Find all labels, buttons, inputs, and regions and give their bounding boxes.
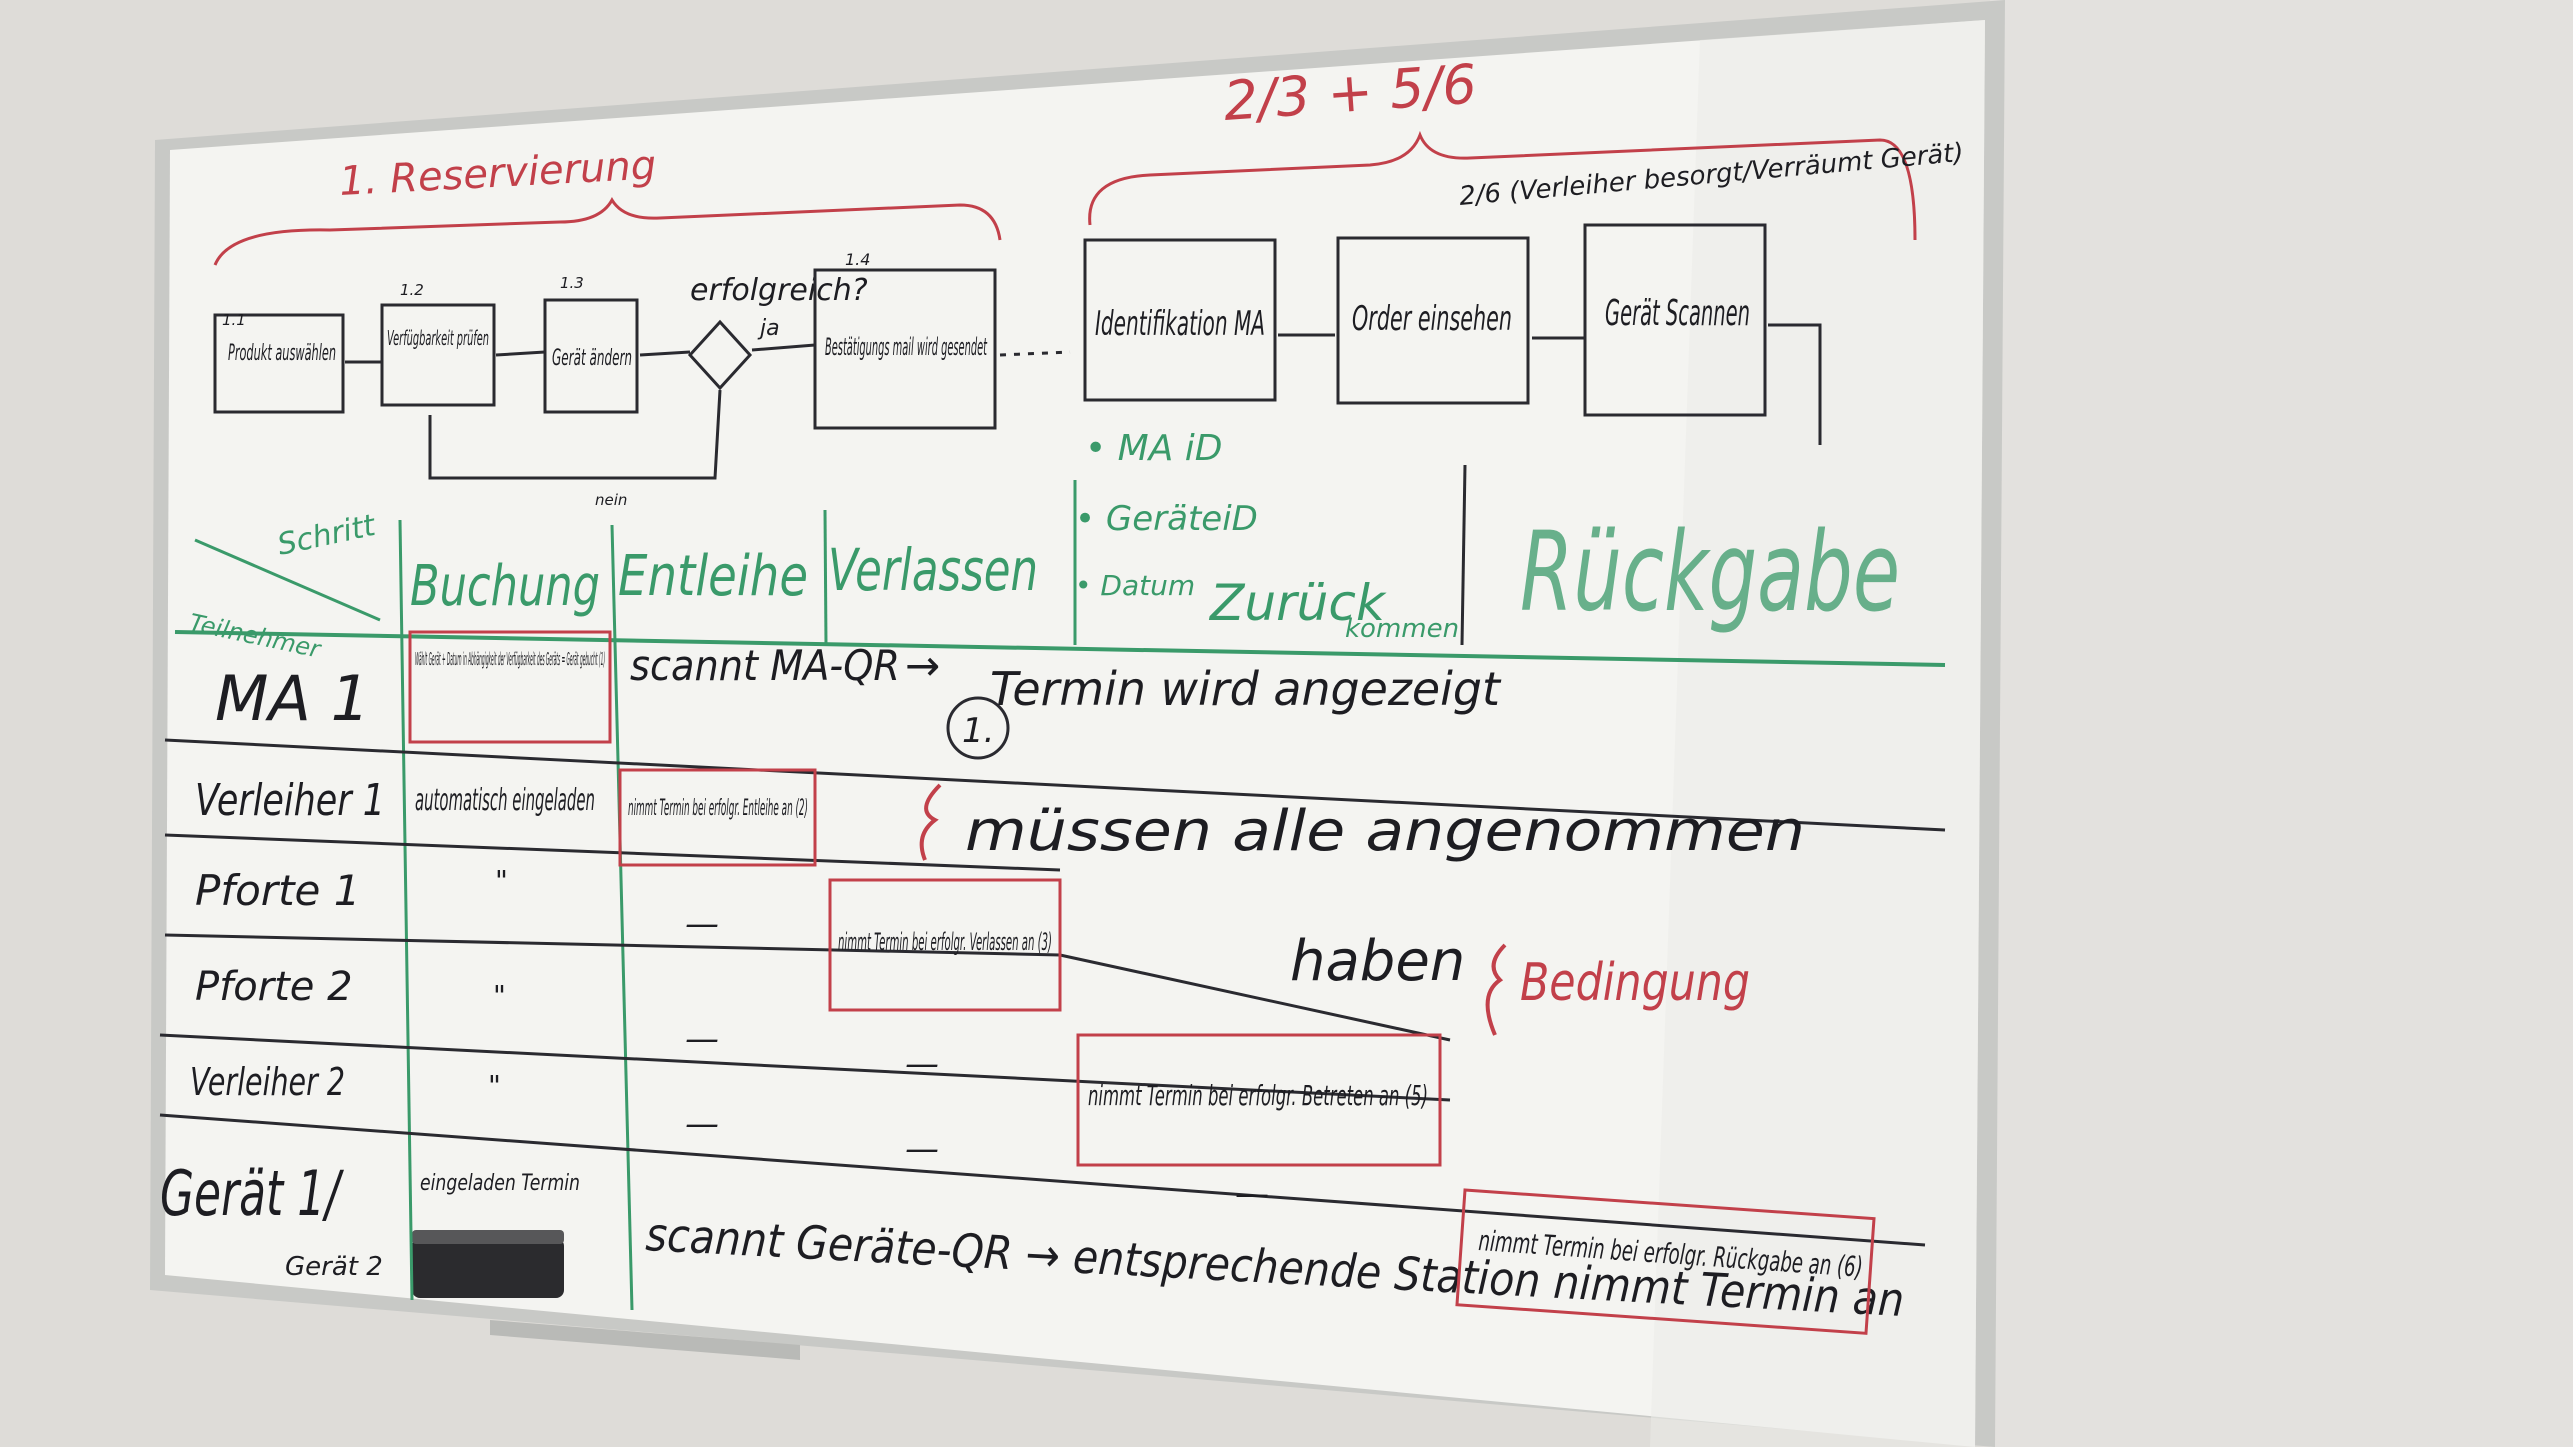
row-label-ma1: MA 1 [215, 662, 370, 735]
cell-pforte1-verlassen-box [828, 878, 1062, 1012]
dash-geraet-zurueck: — [1235, 1174, 1269, 1214]
box3-label: Gerät ändern [552, 346, 632, 371]
arrow-dashed [999, 350, 1071, 357]
note-condition: Bedingung [1520, 953, 1750, 1013]
row-line-3b [1059, 953, 1451, 1042]
cell-geraet-buchung: eingeladen Termin [420, 1171, 580, 1196]
header-zurueck: Zurück [1208, 574, 1387, 632]
cell-verleiher2-zurueck-box [1076, 1033, 1442, 1167]
service-brace [1088, 130, 1917, 241]
note-have: haben [1290, 929, 1465, 994]
brace-must [919, 783, 942, 861]
brace-condition [1485, 943, 1507, 1036]
row-label-pforte1: Pforte 1 [195, 866, 360, 915]
board-glare [1650, 20, 1985, 1447]
header-buchung: Buchung [410, 554, 600, 619]
header-line [174, 630, 1946, 667]
box-change-device [543, 298, 639, 414]
process-flow: 1.1 Produkt auswählen 1.2 Verfügbarkeit … [213, 223, 1822, 509]
cell-ma1-scan: scannt MA-QR [630, 641, 900, 690]
cell-pforte1-verlassen: nimmt Termin bei erfolgr. Verlassen an (… [838, 928, 1052, 956]
col-line-3 [823, 509, 828, 646]
note-must-accept: müssen alle angenommen [965, 799, 1805, 864]
cell-verleiher1-buchung: automatisch eingeladen [415, 783, 595, 818]
col-line-5 [1460, 464, 1467, 646]
cell-verleiher1-entleihe-box [618, 768, 817, 867]
arrow-no-loop [428, 389, 722, 480]
row-label-verleiher2: Verleiher 2 [190, 1060, 345, 1104]
reservation-brace [213, 196, 1002, 266]
row-line-1 [164, 738, 1946, 832]
col-line-2 [610, 524, 634, 1311]
marker-tray [490, 1320, 800, 1360]
box-identification [1083, 238, 1277, 402]
header-kommen: kommen [1345, 614, 1459, 644]
box5-label: Identifikation MA [1095, 304, 1265, 344]
cell-geraet-rueckgabe-box [1455, 1188, 1876, 1335]
decision-diamond [687, 319, 753, 391]
row-line-2 [164, 833, 1061, 872]
box7-label: Gerät Scannen [1605, 293, 1750, 334]
data-list-ma-id: • MA iD [1085, 428, 1223, 469]
arrow-2-3 [495, 350, 546, 357]
circle-step-1-label: 1. [962, 711, 994, 751]
box1-label: Produkt auswählen [228, 341, 336, 366]
box-product-select [213, 313, 345, 414]
box6-label: Order einsehen [1352, 299, 1512, 339]
decision-label: erfolgreich? [690, 273, 868, 308]
row-line-4 [159, 1033, 1451, 1102]
corner-diagonal [194, 538, 381, 622]
header-rueckgabe: Rückgabe [1520, 508, 1900, 636]
data-list-device-id: • GeräteiD [1075, 499, 1258, 539]
cell-ma1-termin: Termin wird angezeigt [990, 662, 1502, 716]
box-confirmation-mail [813, 268, 997, 430]
dash-pforte1-entleihe: — [685, 904, 719, 944]
decision-no: nein [595, 491, 627, 509]
cell-ma1-arrow: → [905, 641, 940, 690]
header-verlassen: Verlassen [828, 536, 1038, 604]
arrow-out [1768, 323, 1822, 445]
cell-ma1-buchung: Wählt Gerät + Datum in Abhängigkeit der … [415, 649, 605, 670]
ditto-verleiher2: " [488, 1069, 501, 1102]
eraser [412, 1238, 564, 1298]
dash-pforte2-entleihe: — [685, 1019, 719, 1059]
box-order [1336, 236, 1530, 405]
cell-ma1-buchung-box [408, 630, 612, 744]
row-label-geraet2: Gerät 2 [285, 1252, 383, 1282]
cell-verleiher1-entleihe: nimmt Termin bei erfolgr. Entleihe an (2… [628, 796, 808, 821]
box1-number: 1.1 [222, 311, 246, 329]
row-label-pforte2: Pforte 2 [195, 964, 353, 1010]
box3-number: 1.3 [560, 274, 584, 292]
arrow-yes [751, 343, 816, 352]
box2-number: 1.2 [400, 281, 424, 299]
col-line-1 [398, 519, 414, 1301]
header-entleihe: Entleihe [618, 544, 808, 609]
dash-verleiher2-verlassen: — [905, 1044, 939, 1084]
row-line-5 [159, 1113, 1926, 1247]
data-list-date: • Datum [1075, 569, 1195, 602]
dash-geraet-verlassen: — [905, 1129, 939, 1169]
box2-label: Verfügbarkeit prüfen [387, 326, 489, 350]
ditto-pforte2: " [493, 979, 506, 1012]
row-label-verleiher1: Verleiher 1 [195, 775, 385, 826]
arrow-3-decision [639, 350, 691, 357]
ditto-pforte1: " [495, 864, 508, 897]
row-line-3 [164, 933, 1061, 957]
box4-number: 1.4 [845, 250, 870, 269]
box-availability [380, 303, 496, 407]
wall-light [1990, 0, 2573, 1447]
dash-verleiher2-entleihe: — [685, 1104, 719, 1144]
whiteboard [165, 20, 1985, 1447]
eraser-felt [412, 1230, 564, 1244]
table-grid [159, 464, 1946, 1311]
row-label-geraet1: Gerät 1/ [160, 1157, 344, 1230]
cell-verleiher2-zurueck: nimmt Termin bei erfolgr. Betreten an (5… [1088, 1079, 1428, 1112]
box4-label: Bestätigungs mail wird gesendet [825, 333, 988, 361]
decision-yes: ja [757, 316, 780, 341]
box-scan-device [1583, 223, 1767, 417]
circle-step-1 [946, 696, 1010, 760]
